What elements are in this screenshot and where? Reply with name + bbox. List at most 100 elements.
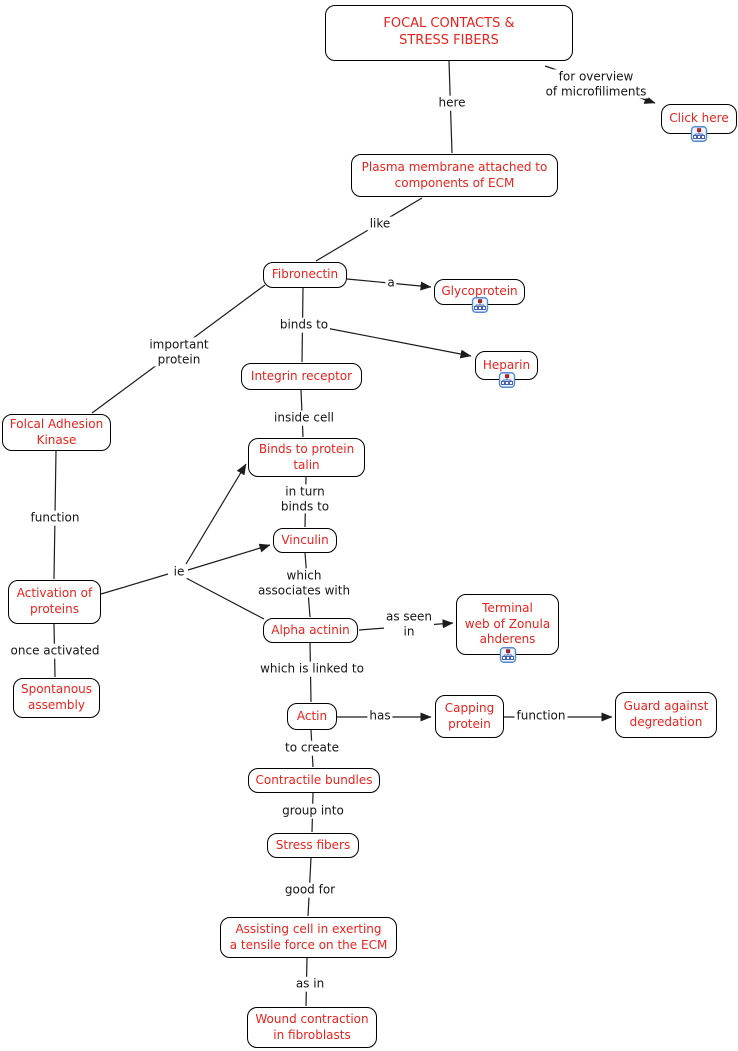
node-label: Folcal Adhesion: [9, 416, 104, 431]
link-label-binds-to: binds to: [277, 317, 331, 333]
link-label-function-1: function: [28, 510, 82, 526]
link-label-text: function: [30, 510, 80, 525]
node-actin[interactable]: Actin: [287, 703, 337, 730]
link-label-text: important: [149, 337, 209, 352]
link-label-has: has: [367, 708, 393, 724]
node-label: Kinase: [36, 432, 77, 447]
link-label-like: like: [367, 216, 393, 232]
link-label-text: as in: [295, 976, 325, 991]
concept-map-resource-icon[interactable]: [690, 126, 708, 142]
link-label-text: for overview: [558, 69, 634, 84]
connector-line: [185, 577, 265, 620]
link-label-text: a: [387, 275, 395, 290]
link-label-text: function: [516, 708, 566, 723]
link-label-text: ie: [173, 564, 185, 579]
node-label: Contractile bundles: [255, 772, 373, 787]
node-label: Alpha actinin: [271, 622, 350, 637]
node-label: Fibronectin: [271, 267, 339, 282]
link-label-text: good for: [284, 882, 336, 897]
node-label: protein: [448, 716, 491, 731]
node-heparin[interactable]: Heparin: [475, 351, 538, 388]
node-label: Spontanous: [20, 682, 93, 697]
node-label: ahderens: [479, 632, 536, 647]
node-vinculin[interactable]: Vinculin: [273, 528, 337, 553]
node-label: Terminal: [482, 601, 533, 616]
node-glycoprotein[interactable]: Glycoprotein: [434, 279, 525, 313]
node-label: a tensile force on the ECM: [229, 937, 388, 952]
link-label-which-is-linked-to: which is linked to: [258, 661, 366, 677]
concept-map-resource-icon[interactable]: [498, 372, 515, 388]
node-label: STRESS FIBERS: [399, 33, 499, 48]
node-label: Click here: [669, 111, 729, 126]
node-label: in fibroblasts: [273, 1027, 351, 1042]
concept-map-resource-icon[interactable]: [499, 647, 516, 663]
connector-line: [185, 463, 247, 565]
link-label-as-in: as in: [293, 976, 327, 992]
node-label: Heparin: [482, 357, 531, 372]
node-stress-fibers[interactable]: Stress fibers: [267, 833, 359, 858]
link-label-text: which is linked to: [260, 661, 364, 676]
link-label-text: inside cell: [274, 410, 334, 425]
link-label-text: of microfiliments: [545, 84, 647, 98]
link-label-to-create: to create: [283, 740, 341, 756]
link-label-text: like: [369, 216, 391, 231]
node-label: web of Zonula: [464, 616, 551, 631]
node-label: Assisting cell in exerting: [235, 921, 382, 936]
node-focal-contacts[interactable]: FOCAL CONTACTS &STRESS FIBERS: [325, 5, 573, 61]
node-label: degredation: [629, 715, 703, 729]
connector-line: [187, 543, 271, 571]
node-label: Guard against: [623, 699, 709, 714]
link-label-text: protein: [157, 352, 201, 366]
link-label-text: as seen: [385, 609, 433, 624]
node-label: Binds to protein: [258, 441, 355, 456]
link-label-here: here: [436, 95, 468, 111]
link-label-text: group into: [282, 803, 344, 818]
link-label-ie: ie: [171, 564, 187, 580]
node-label: assembly: [28, 698, 85, 712]
link-label-text: here: [438, 95, 466, 110]
link-label-function-2: function: [514, 708, 568, 724]
node-label: Glycoprotein: [441, 284, 518, 299]
node-label: Wound contraction: [255, 1011, 369, 1026]
connector-line: [100, 573, 169, 595]
node-fibronectin[interactable]: Fibronectin: [263, 262, 347, 288]
node-label: proteins: [30, 602, 79, 616]
node-label: components of ECM: [394, 175, 515, 190]
concept-map-resource-icon[interactable]: [471, 297, 488, 313]
node-label: FOCAL CONTACTS &: [383, 16, 515, 32]
node-integrin-receptor[interactable]: Integrin receptor: [241, 363, 362, 390]
link-label-text: in turn: [285, 484, 325, 499]
link-label-text: associates with: [257, 583, 351, 597]
node-label: Vinculin: [281, 532, 329, 547]
node-contractile-bundles[interactable]: Contractile bundles: [248, 768, 380, 793]
node-label: talin: [293, 457, 320, 472]
link-label-text: binds to: [279, 317, 329, 332]
node-click-here[interactable]: Click here: [661, 104, 737, 142]
connector-line: [325, 327, 472, 359]
node-alpha-actinin[interactable]: Alpha actinin: [263, 618, 358, 643]
link-label-group-into: group into: [280, 803, 346, 819]
link-label-text: binds to: [280, 499, 330, 513]
link-label-text: once activated: [10, 643, 100, 658]
link-label-text: to create: [285, 740, 339, 755]
node-label: Plasma membrane attached to: [361, 159, 548, 174]
link-label-text: which: [286, 568, 322, 583]
link-label-a: a: [385, 275, 397, 291]
node-label: Capping: [444, 700, 495, 715]
